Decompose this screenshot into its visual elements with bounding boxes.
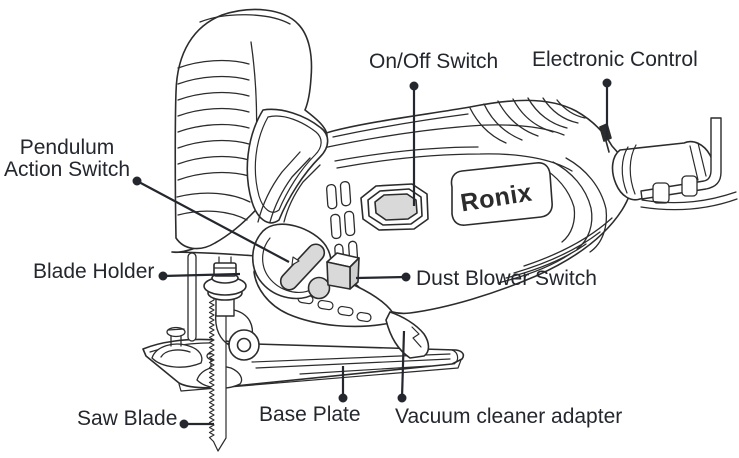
label-pendulum-action-switch: Pendulum Action Switch bbox=[0, 137, 134, 181]
on-off-switch-button bbox=[360, 183, 429, 231]
label-vacuum-cleaner-adapter: Vacuum cleaner adapter bbox=[395, 405, 623, 428]
label-saw-blade: Saw Blade bbox=[77, 407, 178, 430]
leader-electronic-control bbox=[602, 78, 612, 139]
saw-blade bbox=[208, 295, 227, 452]
clamp-screws bbox=[151, 326, 243, 389]
label-base-plate: Base Plate bbox=[259, 403, 361, 426]
rear-chevrons bbox=[539, 157, 608, 253]
leader-base-plate bbox=[338, 366, 348, 403]
roller-guide bbox=[214, 309, 260, 361]
label-blade-holder: Blade Holder bbox=[33, 260, 155, 283]
leader-pendulum-action-switch bbox=[132, 176, 290, 263]
handle-body-chevrons bbox=[257, 151, 321, 223]
pendulum-action-switch-lever bbox=[251, 223, 332, 300]
allen-key bbox=[640, 117, 722, 200]
leader-dust-blower-switch bbox=[355, 272, 411, 282]
saw-blade-path bbox=[208, 295, 227, 452]
rear-grip-ribs bbox=[497, 217, 613, 284]
vacuum-adapter-spout bbox=[385, 311, 430, 359]
label-dust-blower-switch: Dust Blower Switch bbox=[416, 267, 597, 290]
label-electronic-control: Electronic Control bbox=[532, 48, 698, 71]
dust-blower-switch-button bbox=[326, 252, 360, 290]
motor-hump-ribs bbox=[469, 97, 586, 144]
leader-on-off-switch bbox=[409, 81, 419, 206]
leader-vacuum-adapter bbox=[397, 330, 407, 403]
handle-grip-ribs bbox=[177, 59, 250, 181]
body-top-ridges bbox=[322, 113, 573, 172]
logo-panel bbox=[450, 162, 553, 226]
electronic-control-notch bbox=[599, 123, 612, 153]
label-pendulum-line2: Action Switch bbox=[3, 158, 131, 181]
front-guard-slot bbox=[187, 252, 197, 342]
leader-saw-blade bbox=[179, 419, 214, 429]
power-cord bbox=[640, 191, 738, 211]
handle bbox=[174, 8, 329, 250]
leader-blade-holder bbox=[158, 271, 241, 281]
callout-leaders bbox=[132, 78, 612, 429]
blade-holder-assembly bbox=[203, 256, 247, 317]
label-pendulum-line1: Pendulum bbox=[19, 136, 115, 159]
label-on-off-switch: On/Off Switch bbox=[369, 50, 499, 73]
cord-clips bbox=[652, 175, 698, 204]
